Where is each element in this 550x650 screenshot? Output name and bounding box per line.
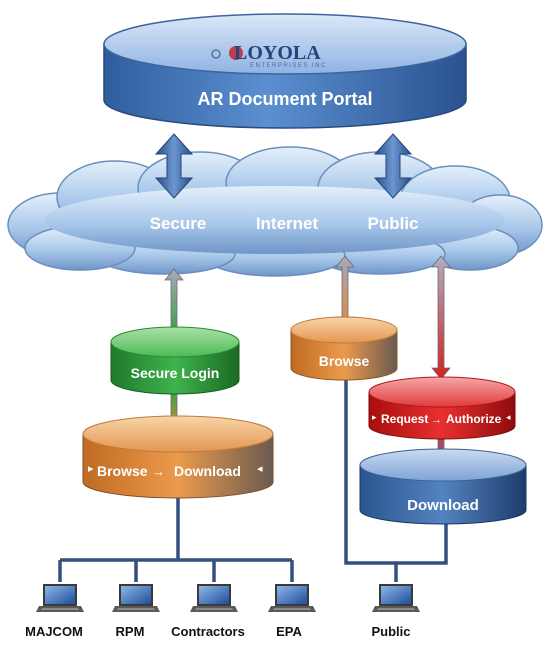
user-label-contractors: Contractors [171,624,245,639]
download-suffix-arrow-icon: ◂ [257,463,263,475]
loyola-logo: LOYOLA ENTERPRISES INC [211,42,327,69]
internet-cloud: Secure Internet Public [7,146,543,277]
cloud-label-public: Public [367,214,418,233]
user-label-epa: EPA [276,624,302,639]
user-label-majcom: MAJCOM [25,624,83,639]
authorize-suffix-arrow-icon: ◂ [506,412,511,422]
cloud-label-secure: Secure [150,214,207,233]
users-bus-left [58,488,294,582]
browse-label: Browse [319,353,370,369]
logo-subtitle: ENTERPRISES INC [250,63,327,69]
laptop-public-icon [372,584,420,612]
portal-title: AR Document Portal [197,89,372,109]
secure-login-node: Secure Login [110,326,240,395]
browse-download-node: ▸ Browse → Download ◂ [82,415,274,499]
laptop-majcom-icon [36,584,84,612]
user-label-public: Public [371,624,410,639]
authorize-label: Authorize [446,412,502,426]
download-node: Download [359,448,527,525]
cloud-label-internet: Internet [256,214,319,233]
browse-node: Browse [290,316,398,381]
laptop-epa-icon [268,584,316,612]
user-label-rpm: RPM [116,624,145,639]
download-label: Download [407,497,479,514]
connector-lines [58,358,448,582]
portal-database: LOYOLA ENTERPRISES INC AR Document Porta… [103,13,467,129]
browse-download-browse-label: Browse [97,463,148,479]
cloud-to-request-arrow-icon [431,255,451,380]
logo-name: LOYOLA [234,42,321,64]
users-bus-right [344,358,448,582]
logo-emblem-icon [211,49,221,59]
browse-download-download-label: Download [174,463,241,479]
request-label: Request [381,412,428,426]
request-authorize-node: ▸ Request → Authorize ◂ [368,376,516,440]
request-to-authorize-arrow-icon: → [431,414,442,426]
public-portal-arrow-icon [373,133,413,199]
laptop-contractors-icon [190,584,238,612]
browse-to-download-arrow-icon: → [152,464,165,479]
laptop-rpm-icon [112,584,160,612]
secure-portal-arrow-icon [154,133,194,199]
secure-login-label: Secure Login [131,365,220,381]
browse-prefix-arrow-icon: ▸ [88,463,94,475]
request-prefix-arrow-icon: ▸ [372,412,377,422]
